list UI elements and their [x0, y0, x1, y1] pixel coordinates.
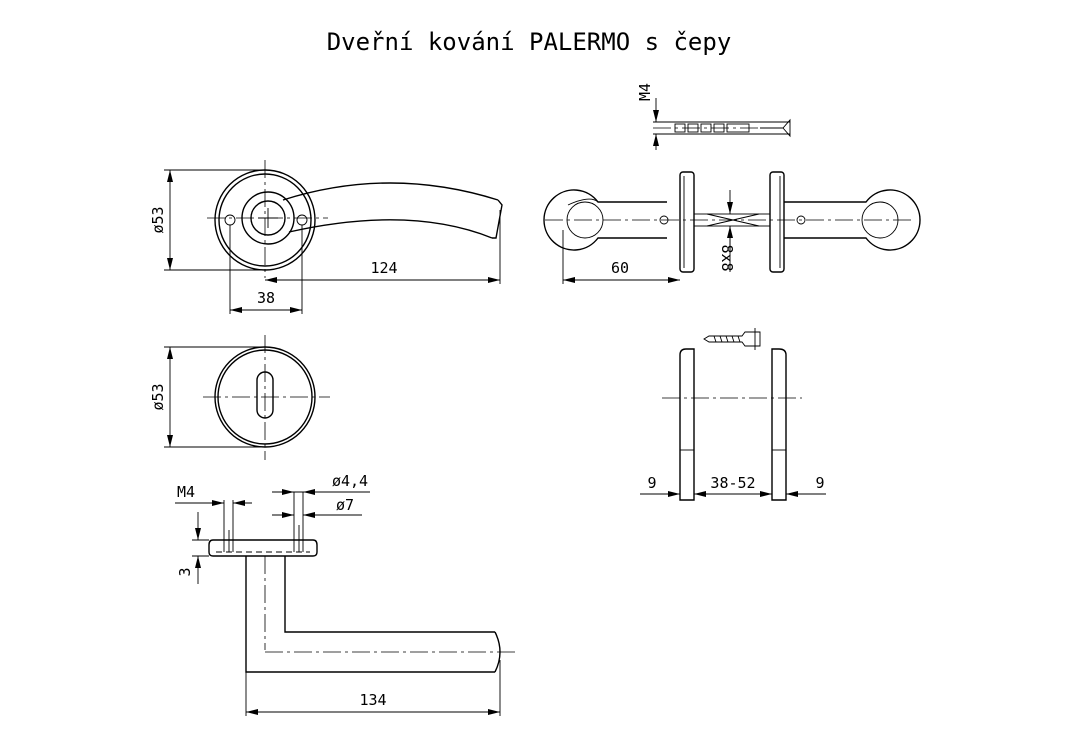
svg-text:134: 134: [359, 691, 386, 709]
svg-text:9: 9: [647, 474, 656, 492]
dim-rosette-thickness: 3: [176, 512, 209, 584]
svg-text:M4: M4: [177, 483, 195, 501]
dim-rosette-offset: 38: [229, 225, 303, 314]
svg-text:ø53: ø53: [149, 383, 167, 410]
dim-pin-diameter: ø4,4: [272, 472, 370, 495]
svg-text:M4: M4: [636, 83, 654, 101]
screw-top-detail: M4: [636, 83, 791, 150]
svg-text:38-52: 38-52: [710, 474, 755, 492]
dim-lever-length-side: 134: [245, 660, 501, 716]
drawing-title: Dveřní kování PALERMO s čepy: [327, 28, 732, 56]
svg-text:60: 60: [611, 259, 629, 277]
lever-pair-top-view: [543, 171, 921, 273]
svg-text:38: 38: [257, 289, 275, 307]
door-section-view: [662, 328, 802, 501]
dim-projection: 60: [562, 230, 680, 284]
svg-text:3: 3: [176, 567, 194, 576]
escutcheon-front-view: [203, 335, 330, 460]
lever-side-section: [208, 492, 515, 673]
dim-hole-diameter: ø7: [272, 496, 362, 518]
svg-text:ø7: ø7: [336, 496, 354, 514]
dim-rosette-diameter-top: ø53: [149, 169, 262, 271]
svg-text:ø53: ø53: [149, 206, 167, 233]
lever-front-view: [207, 160, 503, 278]
dim-square-spindle: 8x8: [718, 190, 736, 272]
svg-text:9: 9: [815, 474, 824, 492]
dim-escutcheon-diameter: ø53: [149, 346, 262, 448]
dim-door-thickness: 9 38-52 9: [640, 474, 826, 497]
dim-lever-length: 124: [265, 210, 501, 284]
dim-screw-thread-section: M4: [175, 483, 252, 506]
svg-text:8x8: 8x8: [718, 244, 736, 271]
svg-text:ø4,4: ø4,4: [332, 472, 368, 490]
svg-text:124: 124: [370, 259, 397, 277]
